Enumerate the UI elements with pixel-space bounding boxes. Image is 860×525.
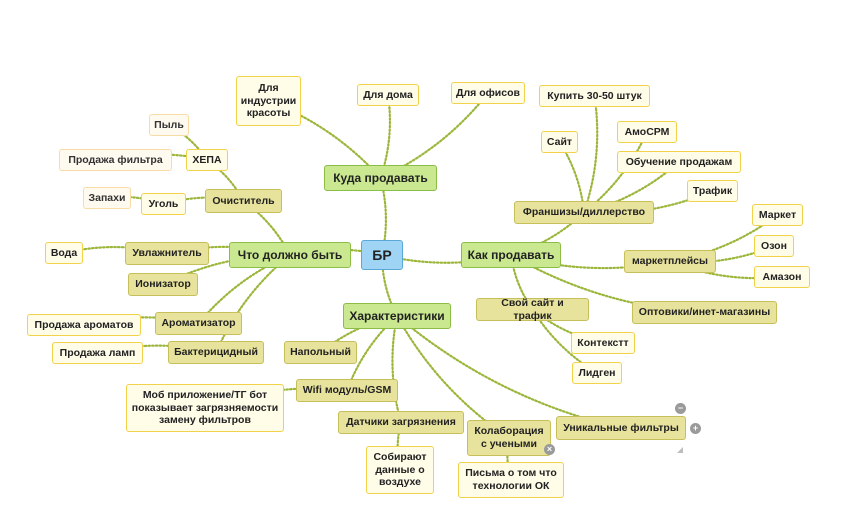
node-for-offices[interactable]: Для офисов	[451, 82, 525, 104]
node-ionizer[interactable]: Ионизатор	[128, 273, 198, 296]
root-node[interactable]: БР	[361, 240, 403, 270]
node-hepa[interactable]: ХЕПА	[186, 149, 228, 171]
add-node-icon[interactable]: +	[690, 423, 701, 434]
node-filter-sale[interactable]: Продажа фильтра	[59, 149, 172, 171]
branch-what-must-be[interactable]: Что должно быть	[229, 242, 351, 268]
node-bactericidal[interactable]: Бактерицидный	[168, 341, 264, 364]
remove-node-icon[interactable]: ×	[544, 444, 555, 455]
node-leadgen[interactable]: Лидген	[572, 362, 622, 384]
node-collect-air-data[interactable]: Собирают данные о воздухе	[366, 446, 434, 494]
node-aroma-sale[interactable]: Продажа ароматов	[27, 314, 141, 336]
node-sales-training[interactable]: Обучение продажам	[617, 151, 741, 173]
node-wifi-module[interactable]: Wifi модуль/GSM	[296, 379, 398, 402]
branch-how-to-sell[interactable]: Как продавать	[461, 242, 561, 268]
node-purifier[interactable]: Очиститель	[205, 189, 282, 213]
node-collaboration[interactable]: Колаборация с учеными	[467, 420, 551, 456]
node-traffic[interactable]: Трафик	[687, 180, 738, 202]
node-amazon[interactable]: Амазон	[754, 266, 810, 288]
connector-23	[391, 314, 403, 424]
node-humidifier[interactable]: Увлажнитель	[125, 242, 209, 265]
node-context[interactable]: Контекстт	[571, 332, 635, 354]
collapse-node-icon[interactable]: −	[675, 403, 686, 414]
node-mobile-app[interactable]: Моб приложение/ТГ бот показывает загрязн…	[126, 384, 284, 432]
connector-11	[582, 94, 599, 214]
node-smells[interactable]: Запахи	[83, 187, 131, 209]
node-wholesale[interactable]: Оптовики/инет-магазины	[632, 301, 777, 324]
connector-33	[214, 253, 292, 354]
node-letters[interactable]: Письма о том что технологии ОК	[458, 462, 564, 498]
node-lamp-sale[interactable]: Продажа ламп	[52, 342, 143, 364]
node-floor-standing[interactable]: Напольный	[284, 341, 357, 364]
node-unique-filters[interactable]: Уникальные фильтры	[556, 416, 686, 440]
node-marketplaces[interactable]: маркетплейсы	[624, 250, 716, 273]
node-dust[interactable]: Пыль	[149, 114, 189, 136]
node-ozon[interactable]: Озон	[754, 235, 794, 257]
node-aromatizer[interactable]: Ароматизатор	[155, 312, 242, 335]
resize-handle-icon[interactable]	[677, 447, 683, 453]
node-site[interactable]: Сайт	[541, 131, 578, 153]
node-pollution-sensors[interactable]: Датчики загрязнения	[338, 411, 464, 434]
node-amocrm[interactable]: АмоСРМ	[617, 121, 677, 143]
node-coal[interactable]: Уголь	[141, 193, 186, 215]
node-for-home[interactable]: Для дома	[357, 84, 419, 106]
node-buy-30-50[interactable]: Купить 30-50 штук	[539, 85, 650, 107]
branch-characteristics[interactable]: Характеристики	[343, 303, 451, 329]
node-market[interactable]: Маркет	[752, 204, 803, 226]
branch-where-to-sell[interactable]: Куда продавать	[324, 165, 437, 191]
node-beauty-industry[interactable]: Для индустрии красоты	[236, 76, 301, 126]
node-water[interactable]: Вода	[45, 242, 83, 264]
node-franchise[interactable]: Франшизы/диллерство	[514, 201, 654, 224]
node-own-site-traffic[interactable]: Свой сайт и трафик	[476, 297, 589, 322]
